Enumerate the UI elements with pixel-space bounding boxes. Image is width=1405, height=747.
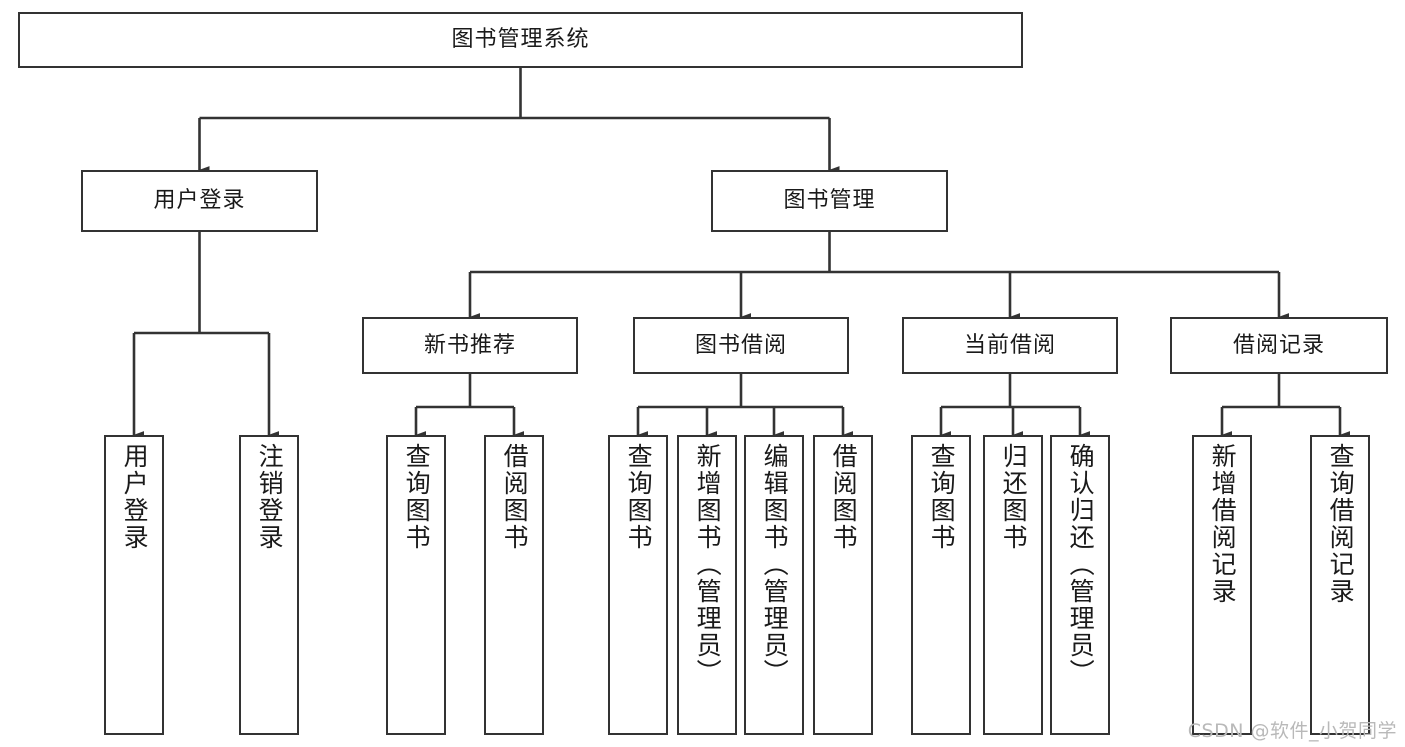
node-label-new-book-rec: 新书推荐: [423, 332, 516, 358]
node-leaf-user-logout[interactable]: 注销登录: [239, 435, 299, 735]
node-leaf-cb-confirm[interactable]: 确认归还（管理员）: [1050, 435, 1110, 735]
node-label-leaf-rec-borrow: 借阅图书: [500, 443, 530, 551]
node-label-book-borrow: 图书借阅: [694, 332, 787, 358]
node-book-borrow[interactable]: 图书借阅: [633, 317, 849, 374]
node-label-leaf-bb-add: 新增图书（管理员）: [693, 443, 723, 686]
node-label-leaf-user-logout: 注销登录: [255, 443, 285, 551]
csdn-watermark: CSDN @软件_小贺同学: [1187, 720, 1397, 742]
node-leaf-cb-return[interactable]: 归还图书: [983, 435, 1043, 735]
node-label-book-manage: 图书管理: [783, 188, 876, 214]
node-label-root: 图书管理系统: [451, 27, 590, 53]
node-label-leaf-rec-query: 查询图书: [402, 443, 432, 551]
node-label-leaf-user-login: 用户登录: [120, 443, 150, 551]
node-leaf-bb-edit[interactable]: 编辑图书（管理员）: [744, 435, 804, 735]
node-leaf-bb-query[interactable]: 查询图书: [608, 435, 668, 735]
node-borrow-record[interactable]: 借阅记录: [1170, 317, 1388, 374]
node-current-borrow[interactable]: 当前借阅: [902, 317, 1118, 374]
node-leaf-br-query[interactable]: 查询借阅记录: [1310, 435, 1370, 735]
node-book-manage[interactable]: 图书管理: [711, 170, 948, 232]
node-label-leaf-br-query: 查询借阅记录: [1326, 443, 1356, 605]
node-label-leaf-bb-edit: 编辑图书（管理员）: [760, 443, 790, 686]
node-leaf-bb-add[interactable]: 新增图书（管理员）: [677, 435, 737, 735]
node-label-leaf-bb-query: 查询图书: [624, 443, 654, 551]
node-label-leaf-bb-borrow: 借阅图书: [829, 443, 859, 551]
node-label-borrow-record: 借阅记录: [1232, 332, 1325, 358]
node-leaf-rec-query[interactable]: 查询图书: [386, 435, 446, 735]
edge-group: [132, 68, 1351, 439]
node-user-login[interactable]: 用户登录: [81, 170, 318, 232]
node-label-user-login: 用户登录: [153, 188, 246, 214]
node-label-current-borrow: 当前借阅: [963, 332, 1056, 358]
node-new-book-rec[interactable]: 新书推荐: [362, 317, 578, 374]
node-leaf-bb-borrow[interactable]: 借阅图书: [813, 435, 873, 735]
node-leaf-user-login[interactable]: 用户登录: [104, 435, 164, 735]
node-label-leaf-cb-return: 归还图书: [999, 443, 1029, 551]
node-leaf-rec-borrow[interactable]: 借阅图书: [484, 435, 544, 735]
node-root[interactable]: 图书管理系统: [18, 12, 1023, 68]
node-label-leaf-cb-confirm: 确认归还（管理员）: [1066, 443, 1096, 686]
node-leaf-br-add[interactable]: 新增借阅记录: [1192, 435, 1252, 735]
node-label-leaf-br-add: 新增借阅记录: [1208, 443, 1238, 605]
node-leaf-cb-query[interactable]: 查询图书: [911, 435, 971, 735]
node-label-leaf-cb-query: 查询图书: [927, 443, 957, 551]
